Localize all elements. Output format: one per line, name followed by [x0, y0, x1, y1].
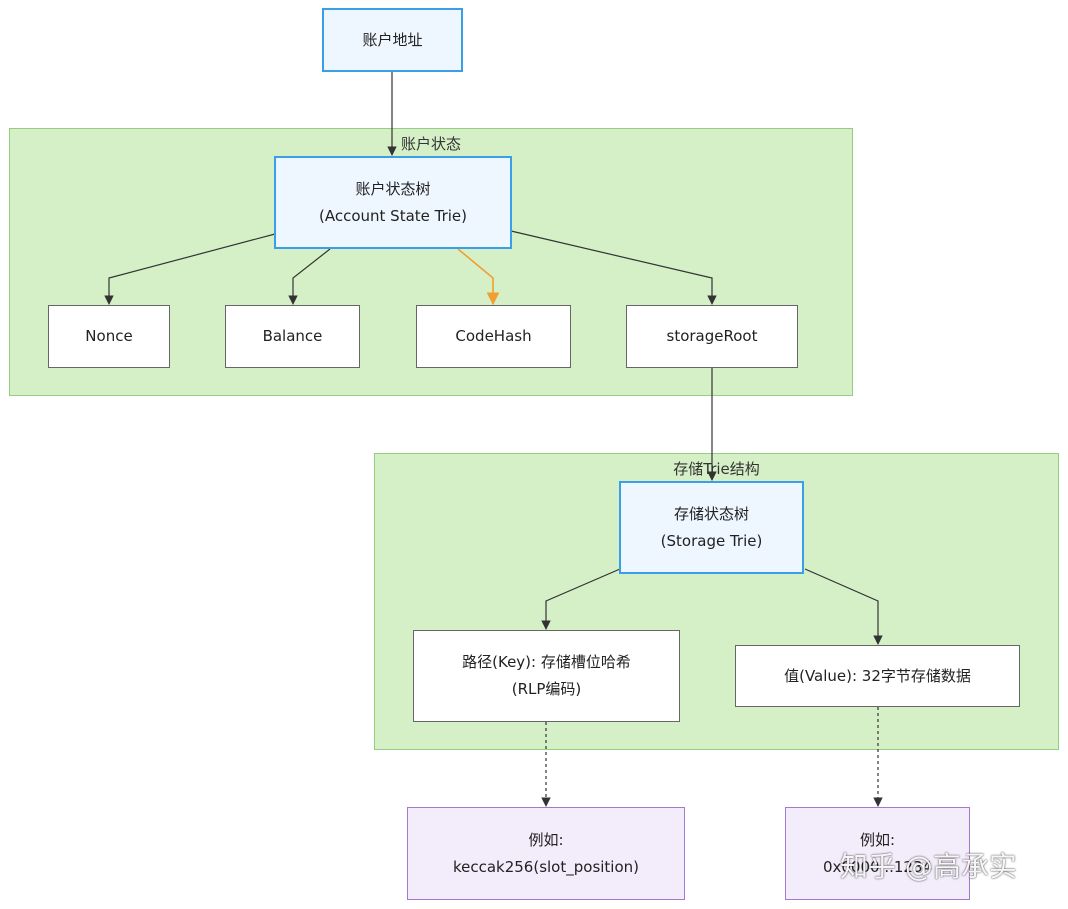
group-account-state-label: 账户状态 — [400, 135, 461, 153]
node-value: 值(Value): 32字节存储数据 — [735, 645, 1020, 707]
node-account-state-trie-line1: 账户状态树 — [355, 179, 431, 198]
node-storage-root: storageRoot — [626, 305, 798, 368]
node-nonce: Nonce — [48, 305, 170, 368]
node-path-key-line1: 路径(Key): 存储槽位哈希 — [462, 653, 631, 671]
node-path-key: 路径(Key): 存储槽位哈希 (RLP编码) — [413, 630, 680, 722]
node-storage-trie-line2: (Storage Trie) — [660, 531, 763, 550]
node-example-value-line2: 0x0000...1234 — [822, 857, 933, 876]
node-path-key-line2: (RLP编码) — [511, 680, 582, 698]
node-account-state-trie-line2: (Account State Trie) — [318, 206, 468, 225]
node-example-value-line1: 例如: — [859, 830, 896, 849]
node-example-key-line2: keccak256(slot_position) — [452, 857, 640, 876]
node-storage-root-label: storageRoot — [666, 327, 758, 345]
node-account-state-trie: 账户状态树 (Account State Trie) — [274, 156, 512, 249]
node-storage-trie-line1: 存储状态树 — [673, 504, 749, 523]
node-example-key: 例如: keccak256(slot_position) — [407, 807, 685, 900]
node-example-key-line1: 例如: — [528, 830, 564, 849]
node-codehash: CodeHash — [416, 305, 571, 368]
node-example-value: 例如: 0x0000...1234 — [785, 807, 970, 900]
node-value-label: 值(Value): 32字节存储数据 — [784, 666, 971, 685]
node-balance-label: Balance — [262, 327, 323, 345]
node-balance: Balance — [225, 305, 360, 368]
node-storage-trie: 存储状态树 (Storage Trie) — [619, 481, 804, 574]
zhihu-watermark: 知乎 @高承实 — [840, 850, 1017, 883]
group-storage-trie-label: 存储Trie结构 — [673, 460, 760, 478]
node-nonce-label: Nonce — [85, 327, 133, 345]
node-account-address-label: 账户地址 — [362, 30, 423, 49]
node-account-address: 账户地址 — [322, 8, 463, 72]
node-codehash-label: CodeHash — [455, 327, 532, 345]
